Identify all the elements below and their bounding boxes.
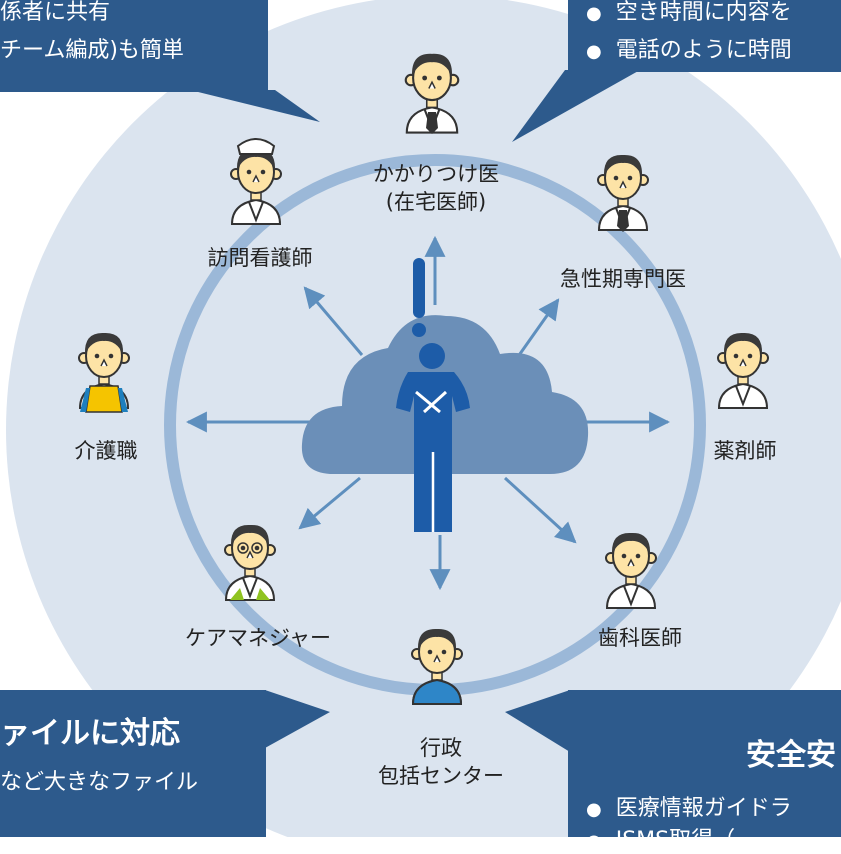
callout-top-left: 係者に共有 チーム編成)も簡単	[0, 0, 268, 92]
label-administration: 行政 包括センター	[356, 734, 526, 790]
callout-top-right-bullet2: 電話のように時間	[586, 32, 792, 64]
care-manager-glasses-right	[251, 542, 263, 554]
callout-tail-top-left	[190, 90, 320, 122]
label-pharmacist: 薬剤師	[713, 439, 777, 463]
care-manager-accent	[230, 588, 270, 600]
callout-bottom-left: ァイルに対応 など大きなファイル	[0, 690, 266, 837]
callout-bottom-right-bullet1: 医療情報ガイドラ	[586, 790, 792, 822]
callout-bottom-right-bullet2: ISMS取得（...	[586, 822, 756, 854]
acute-specialist-tie	[617, 210, 629, 232]
callout-bottom-left-title: ァイルに対応	[0, 716, 180, 751]
family-doctor-tie	[426, 112, 438, 134]
administration-shirt	[411, 678, 463, 705]
label-acute-specialist: 急性期専門医	[560, 267, 686, 291]
callout-top-left-line1: 係者に共有	[0, 0, 111, 25]
callout-bottom-right-title: 安全安	[746, 738, 836, 773]
central-person-figure	[396, 258, 470, 532]
arrow-to-dentist	[503, 476, 577, 544]
callout-top-right-bullet1: 空き時間に内容を	[586, 0, 792, 26]
label-family-doctor-line2: (在宅医師)	[385, 190, 487, 214]
label-administration-line1: 行政	[420, 736, 462, 760]
label-administration-line2: 包括センター	[378, 764, 504, 788]
callout-bottom-right: 安全安 医療情報ガイドラ ISMS取得（...	[568, 690, 841, 853]
callout-top-right: 空き時間に内容を 電話のように時間	[568, 0, 841, 72]
care-worker-apron	[85, 385, 123, 413]
label-care-worker: 介護職	[74, 439, 138, 463]
arrow-to-visiting-nurse	[303, 286, 364, 356]
arrow-to-care-manager	[298, 476, 361, 530]
callout-tail-top-right	[512, 70, 640, 142]
label-family-doctor: かかりつけ医 (在宅医師)	[356, 160, 516, 216]
callout-tail-bottom-right	[505, 690, 570, 752]
care-manager-glasses-left	[237, 542, 249, 554]
nurse-cap	[236, 138, 276, 155]
label-family-doctor-line1: かかりつけ医	[372, 162, 500, 186]
label-visiting-nurse: 訪問看護師	[207, 246, 313, 270]
label-care-manager: ケアマネジャー	[185, 626, 331, 650]
callout-tail-bottom-left	[265, 690, 330, 748]
callout-bottom-left-body: など大きなファイル	[0, 770, 199, 795]
label-dentist: 歯科医師	[598, 626, 682, 650]
care-worker-shirt	[80, 388, 128, 412]
callout-top-left-line2: チーム編成)も簡単	[0, 38, 184, 63]
